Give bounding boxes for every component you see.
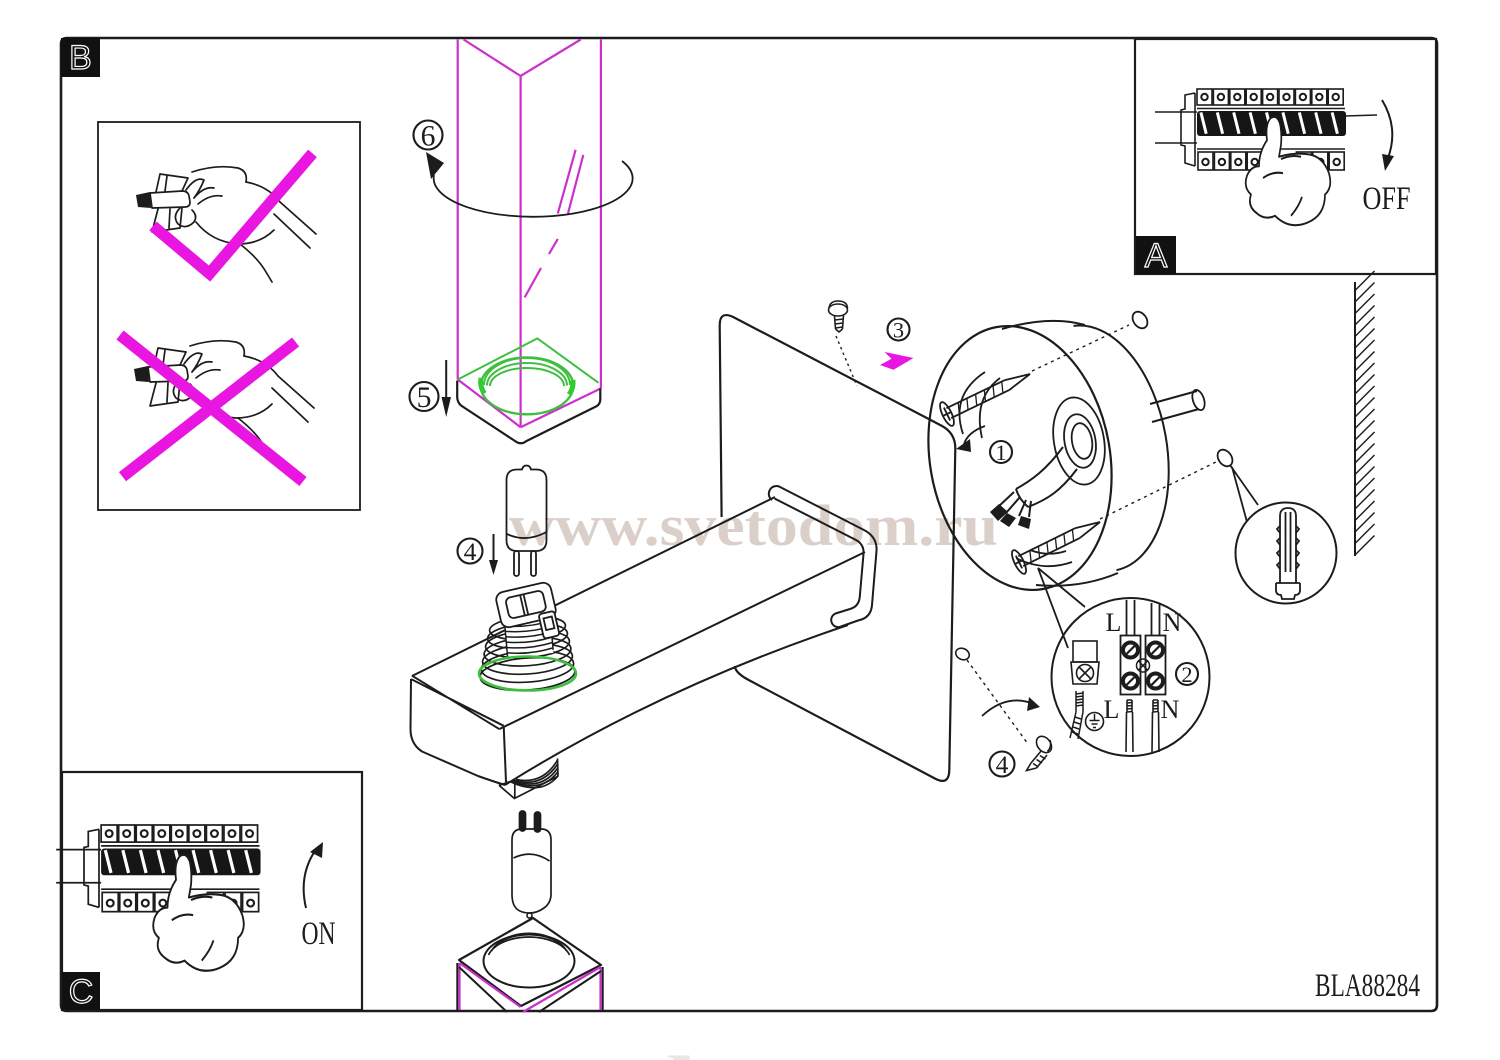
svg-text:C: C: [69, 973, 94, 1011]
svg-text:4: 4: [464, 537, 477, 566]
svg-text:3: 3: [893, 317, 904, 342]
svg-text:N: N: [1163, 608, 1182, 637]
svg-text:www.svetodom.ru: www.svetodom.ru: [509, 493, 998, 558]
svg-text:1: 1: [995, 440, 1006, 465]
svg-text:BLA88284: BLA88284: [1315, 968, 1420, 1004]
svg-text:6: 6: [421, 120, 436, 152]
svg-text:L: L: [1106, 608, 1122, 637]
svg-text:B: B: [69, 39, 92, 77]
svg-text:4: 4: [996, 750, 1009, 779]
svg-text:L: L: [1104, 695, 1120, 724]
svg-text:OFF: OFF: [1363, 181, 1411, 217]
svg-text:ON: ON: [302, 916, 336, 952]
svg-text:www.svetodom.ru: www.svetodom.ru: [100, 1044, 1000, 1060]
svg-text:A: A: [1145, 237, 1168, 275]
svg-text:5: 5: [417, 382, 432, 414]
svg-text:2: 2: [1181, 662, 1192, 687]
svg-text:N: N: [1161, 695, 1180, 724]
